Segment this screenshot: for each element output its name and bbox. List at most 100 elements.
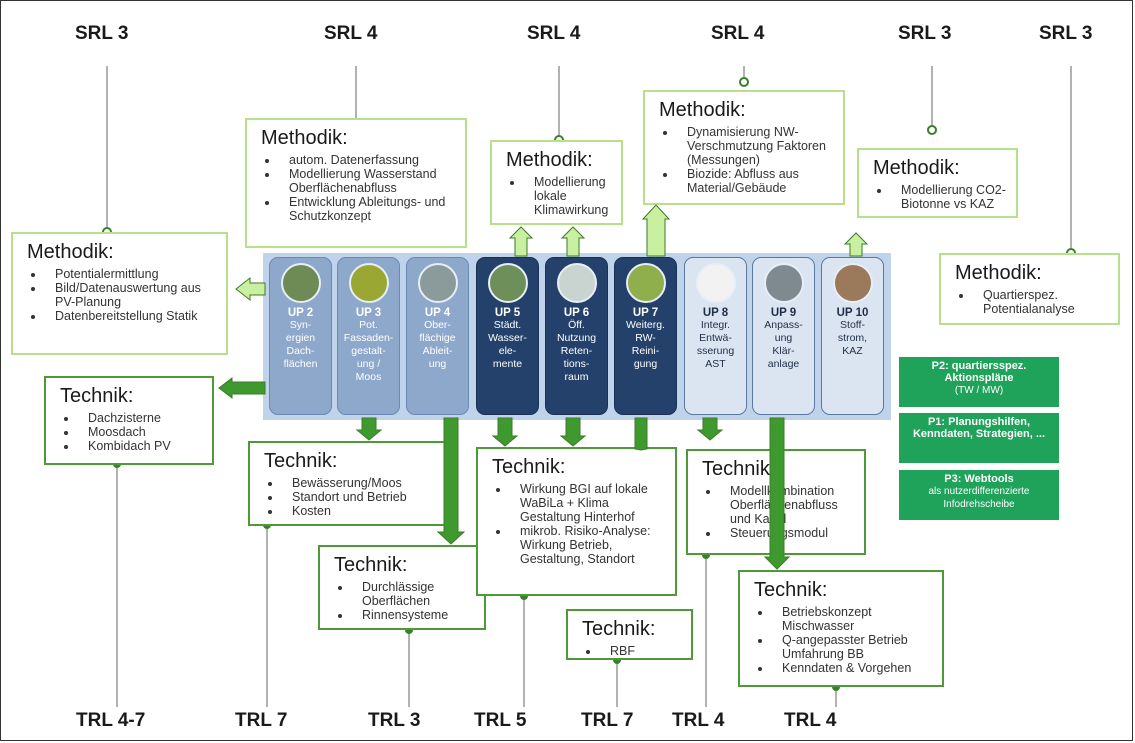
methodik-box: Methodik: Dynamisierung NW-Verschmutzung … — [643, 90, 845, 205]
down-arrow — [634, 417, 648, 451]
bullet-item: Modellierung Wasserstand Oberflächenabfl… — [279, 167, 455, 195]
box-title: Technik: — [702, 458, 776, 480]
bullet-item: Quartierspez. Potentialanalyse — [973, 288, 1108, 316]
srl-label: SRL 3 — [75, 23, 129, 44]
bullet-item: Durchlässige Oberflächen — [352, 580, 474, 608]
bullet-item: Potentialermittlung — [45, 267, 216, 281]
work-package-image — [417, 263, 458, 303]
methodik-box: Methodik:PotentialermittlungBild/Datenau… — [11, 232, 228, 355]
work-package-text: Öff. Nutzung Reten- tions- raum — [556, 319, 597, 383]
down-arrow — [559, 417, 587, 447]
methodik-box: Methodik: Modellierung CO2-Biotonne vs KA… — [857, 148, 1018, 218]
bullet-list: autom. DatenerfassungModellierung Wasser… — [261, 153, 455, 223]
work-package-title: UP 5 — [494, 307, 521, 319]
box-title: Technik: — [492, 456, 566, 478]
box-title: Methodik: — [659, 99, 746, 121]
srl-label: SRL 4 — [711, 23, 765, 44]
left-arrow — [218, 376, 266, 400]
down-arrow — [491, 417, 519, 447]
down-arrow — [696, 417, 724, 441]
work-package-text: Stoff- strom, KAZ — [837, 319, 868, 357]
box-title: Technik: — [582, 618, 656, 640]
bullet-list: DachzisterneMoosdachKombidach PV — [60, 411, 202, 453]
technik-box: Technik: RBF — [566, 609, 693, 660]
technik-box: Technik: DachzisterneMoosdachKombidach PV — [44, 376, 214, 465]
phase-box: P1: Planungshilfen, Kenndaten, Strategie… — [899, 413, 1059, 463]
box-title: Technik: — [60, 385, 134, 407]
methodik-box: Methodik:Modellierung lokale Klimawirkun… — [490, 140, 623, 225]
bullet-item: Standort und Betrieb — [282, 490, 436, 504]
technik-box: Technik: Bewässerung/MoosStandort und Bet… — [248, 441, 448, 526]
up-arrow — [560, 226, 586, 257]
technik-box: Technik:Durchlässige OberflächenRinnensy… — [318, 545, 486, 630]
work-package-image — [763, 263, 804, 303]
box-title: Technik: — [264, 450, 338, 472]
srl-label: SRL 3 — [898, 23, 952, 44]
work-package-title: UP 10 — [836, 307, 869, 319]
down-arrow — [763, 417, 791, 570]
work-package-text: Ober- flächige Ableit- ung — [419, 319, 456, 370]
bullet-item: Datenbereitstellung Statik — [45, 309, 216, 323]
up-arrow — [843, 232, 869, 257]
phase-box: P2: quartiersspez. Aktionspläne(TW / MW) — [899, 357, 1059, 407]
bullet-item: Bewässerung/Moos — [282, 476, 436, 490]
bullet-item: Kombidach PV — [78, 439, 202, 453]
bullet-item: Bild/Datenauswertung aus PV-Planung — [45, 281, 216, 309]
bullet-item: Q-angepasster Betrieb Umfahrung BB — [772, 633, 932, 661]
bullet-item: Biozide: Abfluss aus Material/Gebäude — [677, 167, 833, 195]
work-package-text: Integr. Entwä- sserung AST — [696, 319, 735, 370]
bullet-list: Dynamisierung NW-Verschmutzung Faktoren … — [659, 125, 833, 195]
bullet-list: Modellierung CO2-Biotonne vs KAZ — [873, 183, 1006, 211]
trl-label: TRL 7 — [235, 710, 288, 731]
work-package-image — [487, 263, 528, 303]
work-package-title: UP 4 — [424, 307, 451, 319]
trl-label: TRL 4 — [784, 710, 837, 731]
down-arrow — [355, 417, 383, 441]
work-package-text: Anpass- ung Klär- anlage — [764, 319, 803, 370]
left-arrow — [235, 276, 266, 302]
bullet-item: autom. Datenerfassung — [279, 153, 455, 167]
trl-label: TRL 3 — [368, 710, 421, 731]
bullet-list: Quartierspez. Potentialanalyse — [955, 288, 1108, 316]
up-arrow — [508, 226, 534, 257]
bullet-list: Wirkung BGI auf lokale WaBiLa + Klima Ge… — [492, 482, 665, 566]
work-package-text: Städt. Wasser- ele- mente — [488, 319, 527, 370]
box-title: Technik: — [754, 579, 828, 601]
work-package-title: UP 7 — [632, 307, 659, 319]
bullet-item: Kosten — [282, 504, 436, 518]
work-package-title: UP 8 — [702, 307, 729, 319]
box-title: Technik: — [334, 554, 408, 576]
methodik-box: Methodik:Quartierspez. Potentialanalyse — [939, 253, 1120, 325]
work-package-image — [695, 263, 736, 303]
work-package-image — [348, 263, 389, 303]
work-package-title: UP 6 — [563, 307, 590, 319]
work-package-image — [832, 263, 873, 303]
work-package-image — [625, 263, 666, 303]
bullet-list: PotentialermittlungBild/Datenauswertung … — [27, 267, 216, 323]
work-package-image — [556, 263, 597, 303]
down-arrow — [436, 417, 466, 545]
work-package-text: Pot. Fassaden- gestalt- ung / Moos — [343, 319, 394, 383]
work-package-title: UP 2 — [287, 307, 314, 319]
srl-label: SRL 3 — [1039, 23, 1093, 44]
trl-label: TRL 5 — [474, 710, 527, 731]
trl-label: TRL 7 — [581, 710, 634, 731]
bullet-item: Modellierung lokale Klimawirkung — [524, 175, 611, 217]
technik-box: Technik: Wirkung BGI auf lokale WaBiLa + … — [476, 447, 677, 596]
box-title: Methodik: — [261, 127, 348, 149]
work-package-text: Syn- ergien Dach- flächen — [283, 319, 318, 370]
box-title: Methodik: — [873, 157, 960, 179]
work-package-image — [280, 263, 321, 303]
bullet-list: RBF — [582, 644, 681, 658]
bullet-item: Wirkung BGI auf lokale WaBiLa + Klima Ge… — [510, 482, 665, 524]
